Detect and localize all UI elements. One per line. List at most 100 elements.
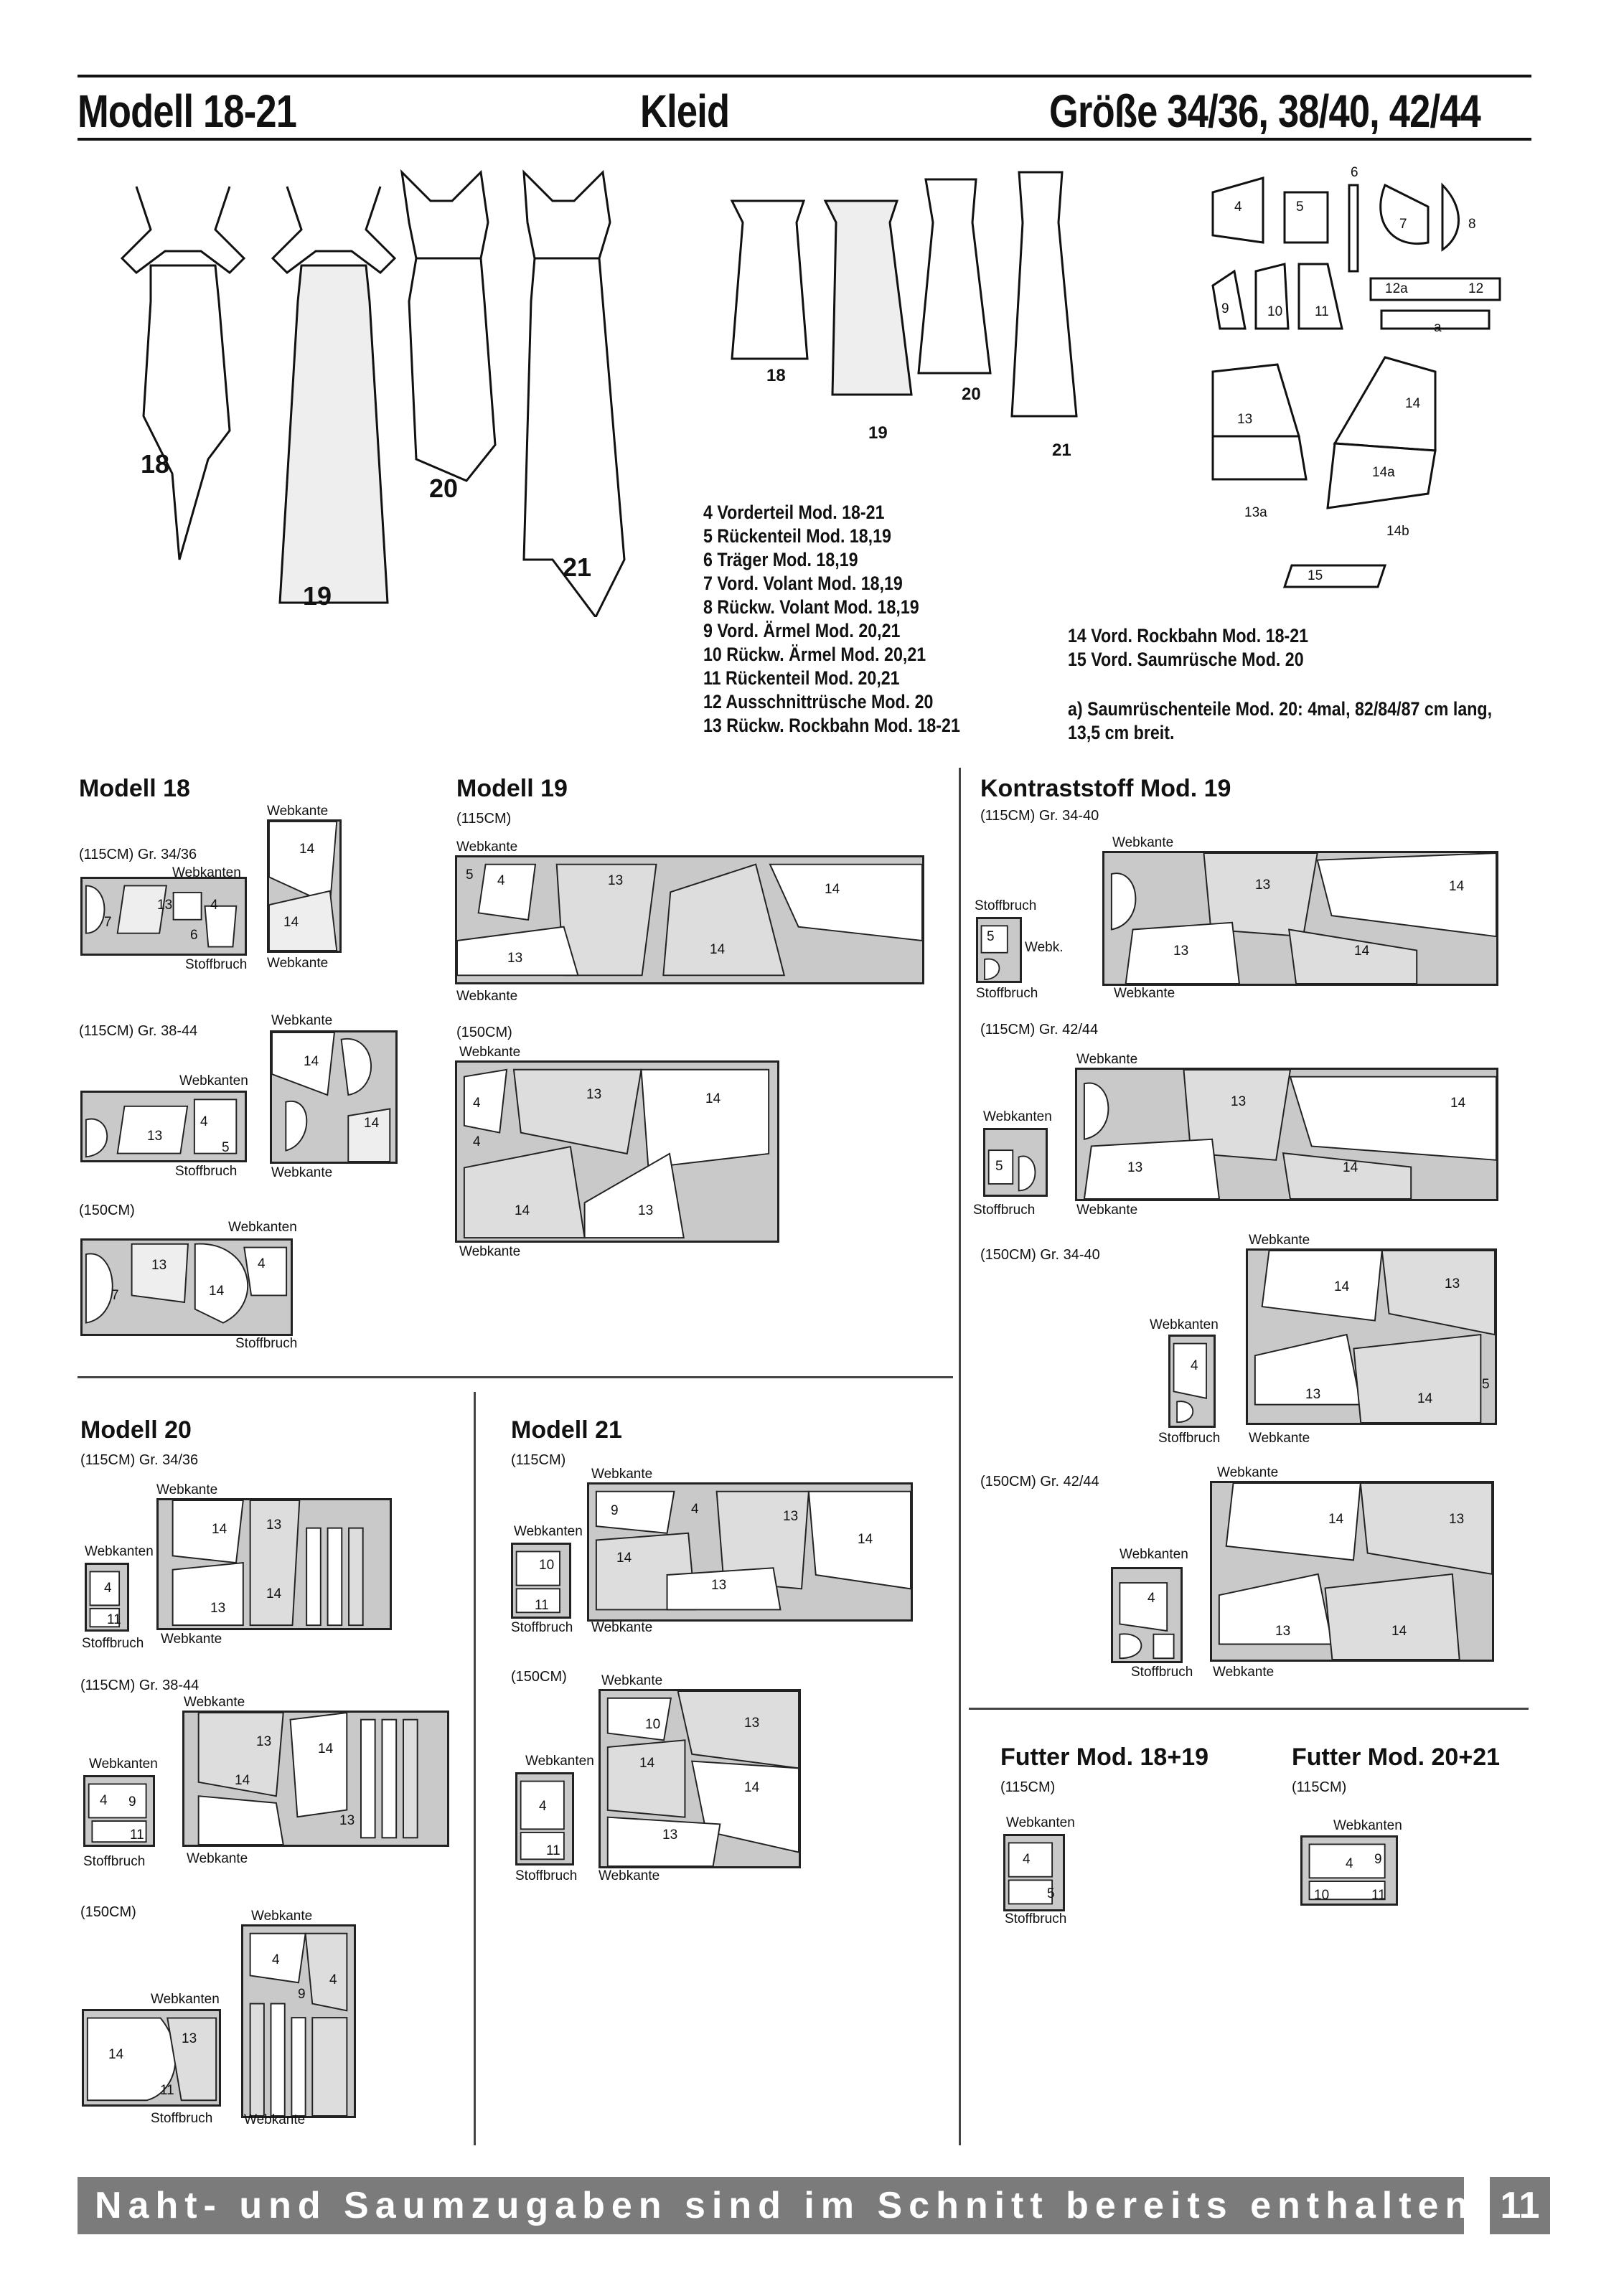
- m20-layout-b-label: (115CM) Gr. 38-44: [80, 1678, 200, 1693]
- k19-layout-b-label: (115CM) Gr. 42/44: [980, 1022, 1099, 1038]
- back-21-label: 21: [1052, 441, 1071, 460]
- m21-stoffbruch-a: Stoffbruch: [511, 1620, 573, 1635]
- row-divider-right: [969, 1708, 1529, 1710]
- page-number: 11: [1490, 2177, 1550, 2234]
- back-18-label: 18: [766, 366, 786, 385]
- k19-webkante-d: Webkante: [1217, 1465, 1279, 1480]
- k19-layout-a-label: (115CM) Gr. 34-40: [980, 808, 1099, 824]
- k19-webkanten-c: Webkanten: [1150, 1317, 1219, 1332]
- k19-layout-b-small: 5: [983, 1128, 1048, 1197]
- piece-8: 8: [1468, 217, 1476, 232]
- k19-webkante-a: Webkante: [1112, 835, 1174, 850]
- m21-webkante-b: Webkante: [601, 1673, 663, 1688]
- k19-webkante-c: Webkante: [1249, 1233, 1310, 1248]
- column-divider-lower: [474, 1392, 476, 2145]
- piece-14a: 14a: [1372, 465, 1395, 480]
- m21-webkante-a2: Webkante: [591, 1620, 653, 1635]
- m20-webkante-a2: Webkante: [161, 1632, 222, 1647]
- piece-4: 4: [1234, 199, 1242, 215]
- piece-6: 6: [1351, 165, 1358, 180]
- piece-12: 12: [1468, 281, 1484, 296]
- m21-webkante-a: Webkante: [591, 1467, 653, 1482]
- m21-layout-a-label: (115CM): [511, 1452, 566, 1468]
- m20-stoffbruch-b: Stoffbruch: [83, 1854, 146, 1869]
- m20-stoffbruch-a: Stoffbruch: [82, 1636, 144, 1651]
- back-20-label: 20: [962, 385, 981, 404]
- m21-webkante-b2: Webkante: [599, 1868, 660, 1883]
- legend-item: 4 Vorderteil Mod. 18-21: [703, 502, 885, 523]
- garment-title: Kleid: [640, 85, 730, 137]
- f1819-layout-label: (115CM): [1000, 1779, 1056, 1795]
- legend-item: 14 Vord. Rockbahn Mod. 18-21: [1068, 625, 1309, 646]
- k19-stoffbruch-a2: Stoffbruch: [976, 986, 1038, 1001]
- m18-webkanten-b: Webkanten: [179, 1073, 248, 1088]
- piece-10: 10: [1267, 304, 1283, 319]
- k19-webkante-b: Webkante: [1076, 1052, 1138, 1067]
- k19-layout-a-small: 5: [976, 917, 1022, 983]
- legend-right: 14 Vord. Rockbahn Mod. 18-21 15 Vord. Sa…: [1068, 624, 1308, 672]
- m18-webkante-b3: Webkante: [271, 1165, 333, 1180]
- k19-layout-c-small: 4: [1168, 1335, 1216, 1428]
- m20-stoffbruch-c: Stoffbruch: [151, 2111, 213, 2126]
- f1819-webkanten: Webkanten: [1006, 1815, 1075, 1830]
- k19-layout-c-label: (150CM) Gr. 34-40: [980, 1247, 1100, 1263]
- footer-text: Naht- und Saumzugaben sind im Schnitt be…: [95, 2185, 1491, 2226]
- m18-stoffbruch-b: Stoffbruch: [175, 1164, 238, 1179]
- modell-18-title: Modell 18: [79, 775, 190, 802]
- legend-item: 5 Rückenteil Mod. 18,19: [703, 525, 891, 547]
- m18-layout-a-label: (115CM) Gr. 34/36: [79, 847, 197, 862]
- m19-webkante-b: Webkante: [459, 1045, 521, 1060]
- front-figures-drawing: [120, 169, 626, 617]
- m19-webkante-a2: Webkante: [456, 989, 518, 1004]
- legend-item: 12 Ausschnittrüsche Mod. 20: [703, 691, 934, 712]
- k19-stoffbruch-a1: Stoffbruch: [975, 898, 1037, 913]
- legend-left: 4 Vorderteil Mod. 18-21 5 Rückenteil Mod…: [703, 501, 960, 738]
- m19-layout-a-label: (115CM): [456, 811, 512, 827]
- piece-14: 14: [1405, 396, 1421, 411]
- k19-webkanten-d: Webkanten: [1120, 1547, 1188, 1562]
- legend-item: 7 Vord. Volant Mod. 18,19: [703, 573, 903, 594]
- m20-webkante-c: Webkante: [251, 1909, 313, 1924]
- legend-item: 10 Rückw. Ärmel Mod. 20,21: [703, 644, 926, 665]
- m18-webkante-b2: Webkante: [271, 1013, 333, 1028]
- m20-webkanten-b: Webkanten: [89, 1756, 158, 1772]
- k19-stoffbruch-d: Stoffbruch: [1131, 1665, 1193, 1680]
- k19-stoffbruch-b: Stoffbruch: [973, 1203, 1036, 1218]
- legend-note: a) Saumrüschenteile Mod. 20: 4mal, 82/84…: [1068, 697, 1500, 745]
- piece-13a: 13a: [1244, 505, 1267, 520]
- fig-19-label: 19: [303, 581, 332, 611]
- fig-21-label: 21: [563, 552, 592, 582]
- m18-webkanten-c: Webkanten: [228, 1220, 297, 1235]
- piece-13: 13: [1237, 412, 1253, 427]
- m19-webkante-a: Webkante: [456, 839, 518, 855]
- m20-webkante-c2: Webkante: [244, 2112, 306, 2127]
- modell-21-title: Modell 21: [511, 1416, 622, 1444]
- fig-18-label: 18: [141, 449, 170, 479]
- top-rule: [78, 75, 1531, 77]
- m20-webkanten-c: Webkanten: [151, 1992, 220, 2007]
- m18-webkante-a2: Webkante: [267, 804, 329, 819]
- m21-webkanten-b: Webkanten: [525, 1754, 594, 1769]
- piece-12a: 12a: [1385, 281, 1408, 296]
- piece-11: 11: [1315, 304, 1329, 319]
- k19-webkante-d2: Webkante: [1213, 1665, 1275, 1680]
- m20-webkanten-a: Webkanten: [85, 1544, 154, 1559]
- k19-layout-d-label: (150CM) Gr. 42/44: [980, 1474, 1099, 1490]
